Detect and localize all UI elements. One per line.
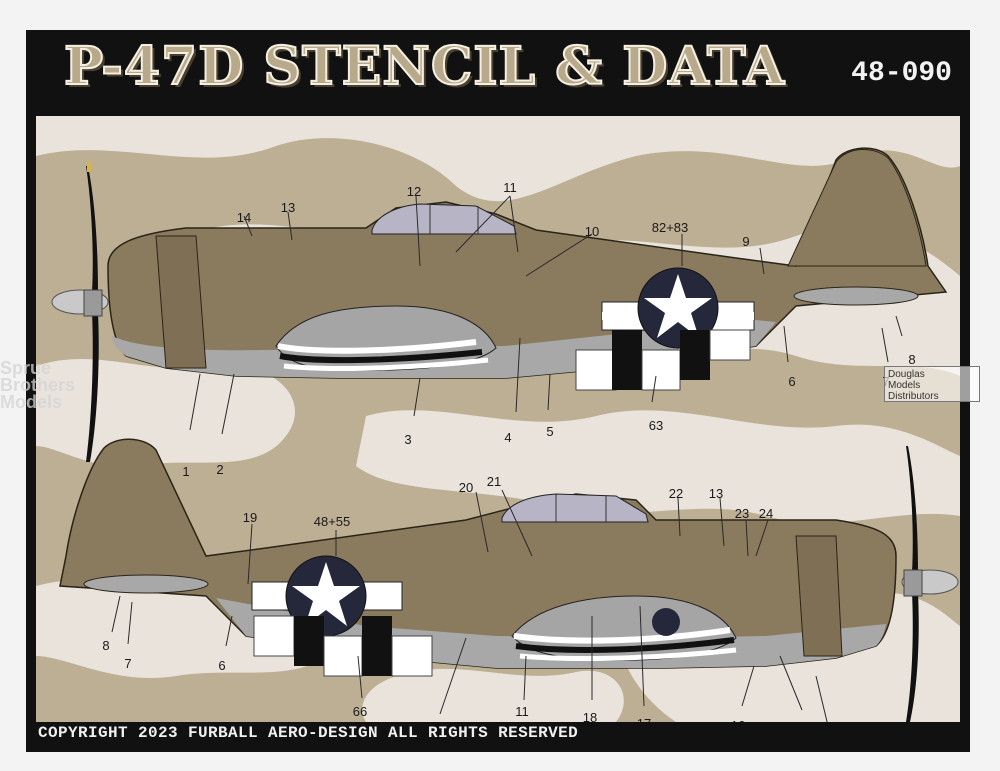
callout-bottom-16: 16 — [731, 718, 745, 722]
callout-bottom-24: 24 — [759, 506, 773, 521]
bottom-aircraft-profile — [59, 438, 959, 722]
callout-bottom-13: 13 — [709, 486, 723, 501]
callout-bottom-20: 20 — [459, 480, 473, 495]
camo-panel: 14 13 12 11 10 82+83 9 1 2 3 4 5 63 6 7 … — [36, 116, 960, 722]
callout-bottom-7: 7 — [124, 656, 131, 671]
copyright-notice: COPYRIGHT 2023 FURBALL AERO-DESIGN ALL R… — [38, 724, 579, 742]
distributor-line: Distributors — [888, 391, 939, 402]
callout-bottom-21: 21 — [487, 474, 501, 489]
callout-top-14: 14 — [237, 210, 251, 225]
callout-bottom-8: 8 — [102, 638, 109, 653]
callout-top-3: 3 — [404, 432, 411, 447]
product-code: 48-090 — [851, 58, 952, 89]
callout-top-10: 10 — [585, 224, 599, 239]
callout-top-9: 9 — [742, 234, 749, 249]
distributor-line: Models — [888, 380, 921, 391]
watermark-line: Models — [0, 392, 63, 412]
callout-bottom-11: 11 — [515, 704, 529, 719]
callout-bottom-22: 22 — [669, 486, 683, 501]
callout-top-12: 12 — [407, 184, 421, 199]
aircraft-illustration: 14 13 12 11 10 82+83 9 1 2 3 4 5 63 6 7 … — [36, 116, 960, 722]
callout-bottom-66: 66 — [353, 704, 367, 719]
callout-top-13: 13 — [281, 200, 295, 215]
distributor-line: Douglas — [888, 369, 925, 380]
callout-bottom-23: 23 — [735, 506, 749, 521]
callout-top-11: 11 — [503, 180, 517, 195]
callout-top-5: 5 — [546, 424, 553, 439]
callout-bottom-19: 19 — [243, 510, 257, 525]
leader-lines — [111, 195, 903, 722]
callout-bottom-6: 6 — [218, 658, 225, 673]
callout-top-82-83: 82+83 — [652, 220, 689, 235]
watermark-line: Brothers — [0, 375, 76, 395]
callout-top-63: 63 — [649, 418, 663, 433]
callout-bottom-18: 18 — [583, 710, 597, 722]
sheet-title: P-47D STENCIL & DATA — [63, 35, 786, 98]
watermark-line: Sprue — [0, 358, 52, 378]
callout-top-2: 2 — [216, 462, 223, 477]
callout-bottom-17: 17 — [637, 716, 651, 722]
retailer-watermark: Sprue Brothers Models — [0, 358, 116, 416]
callout-top-8: 8 — [908, 352, 915, 367]
callout-top-6: 6 — [788, 374, 795, 389]
top-aircraft-profile — [51, 147, 948, 462]
decal-sheet: P-47D STENCIL & DATA 48-090 — [26, 30, 970, 752]
header-bar: P-47D STENCIL & DATA 48-090 — [26, 30, 970, 116]
callout-top-1: 1 — [182, 464, 189, 479]
distributor-logo: Douglas Models Distributors — [884, 366, 980, 402]
callout-bottom-48-55: 48+55 — [314, 514, 351, 529]
callout-top-4: 4 — [504, 430, 511, 445]
